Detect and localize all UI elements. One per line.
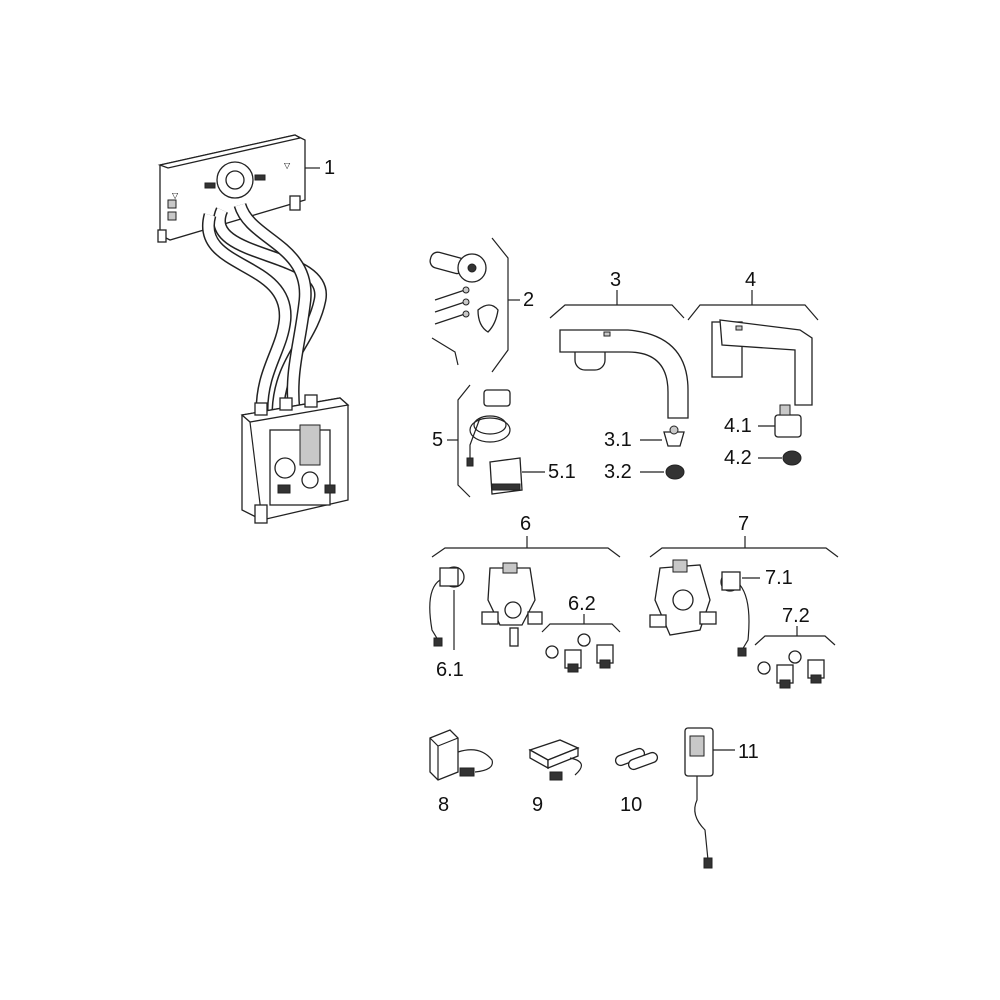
label-part-1: 1 bbox=[324, 157, 336, 179]
label-part-7: 7 bbox=[738, 513, 750, 535]
svg-text:▽: ▽ bbox=[284, 161, 291, 170]
part-1-mounting-frame: ▽ ▽ bbox=[157, 134, 320, 243]
label-part-5-1: 5.1 bbox=[548, 461, 576, 483]
label-part-8: 8 bbox=[438, 794, 450, 816]
part-3-1-aerator-insert bbox=[640, 425, 685, 447]
label-part-3: 3 bbox=[610, 269, 622, 291]
label-part-10: 10 bbox=[620, 794, 643, 816]
part-6-2-angle-valves bbox=[541, 614, 621, 673]
part-2-fixing-set bbox=[429, 237, 520, 373]
part-4-1-aerator-insert bbox=[758, 404, 802, 438]
label-part-6: 6 bbox=[520, 513, 532, 535]
part-3-2-aerator-nut bbox=[640, 464, 685, 480]
part-7-2-angle-valves bbox=[754, 626, 836, 689]
label-part-6-2: 6.2 bbox=[568, 593, 596, 615]
label-part-3-2: 3.2 bbox=[604, 461, 632, 483]
part-7-valve-set bbox=[649, 536, 839, 657]
label-part-7-1: 7.1 bbox=[765, 567, 793, 589]
part-1-functional-box bbox=[240, 394, 350, 524]
part-6-valve-set bbox=[429, 536, 621, 650]
part-8-power-supply bbox=[429, 729, 493, 781]
label-part-4-1: 4.1 bbox=[724, 415, 752, 437]
part-9-battery-box bbox=[528, 739, 582, 781]
part-1-hoses bbox=[201, 202, 327, 411]
svg-text:▽: ▽ bbox=[172, 191, 179, 200]
label-part-11: 11 bbox=[738, 741, 759, 763]
part-5-electronics-set bbox=[447, 384, 511, 498]
label-part-4-2: 4.2 bbox=[724, 447, 752, 469]
part-5-1-battery-compartment bbox=[489, 457, 545, 495]
label-part-4: 4 bbox=[745, 269, 757, 291]
part-10-batteries bbox=[614, 747, 659, 771]
label-part-6-1: 6.1 bbox=[436, 659, 464, 681]
label-part-2: 2 bbox=[523, 289, 535, 311]
part-3-spout-round bbox=[549, 290, 689, 419]
part-4-2-aerator-nut bbox=[758, 450, 802, 466]
label-part-3-1: 3.1 bbox=[604, 429, 632, 451]
part-4-spout-square bbox=[687, 290, 819, 406]
label-part-7-2: 7.2 bbox=[782, 605, 810, 627]
part-11-sensor bbox=[684, 727, 735, 869]
label-part-9: 9 bbox=[532, 794, 544, 816]
label-part-5: 5 bbox=[432, 429, 444, 451]
